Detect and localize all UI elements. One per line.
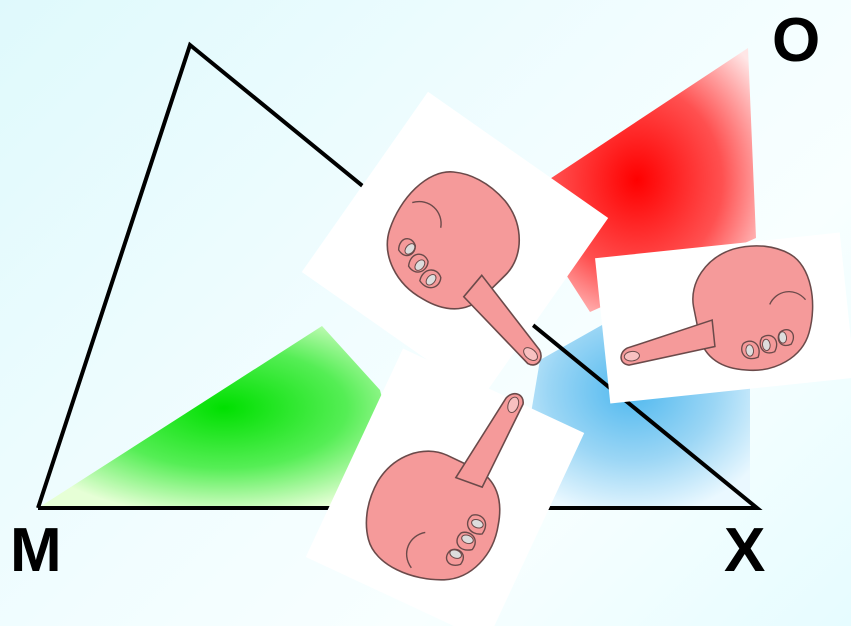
hand-pointing-down-right-icon (301, 91, 609, 399)
hand-pointing-up-icon (305, 348, 585, 626)
hand-pointing-left-icon (595, 232, 851, 404)
vertex-label-m: M (10, 516, 62, 585)
angle-m-shading (38, 326, 410, 508)
vertex-label-x: X (724, 516, 766, 585)
vertex-label-o: O (772, 6, 821, 75)
